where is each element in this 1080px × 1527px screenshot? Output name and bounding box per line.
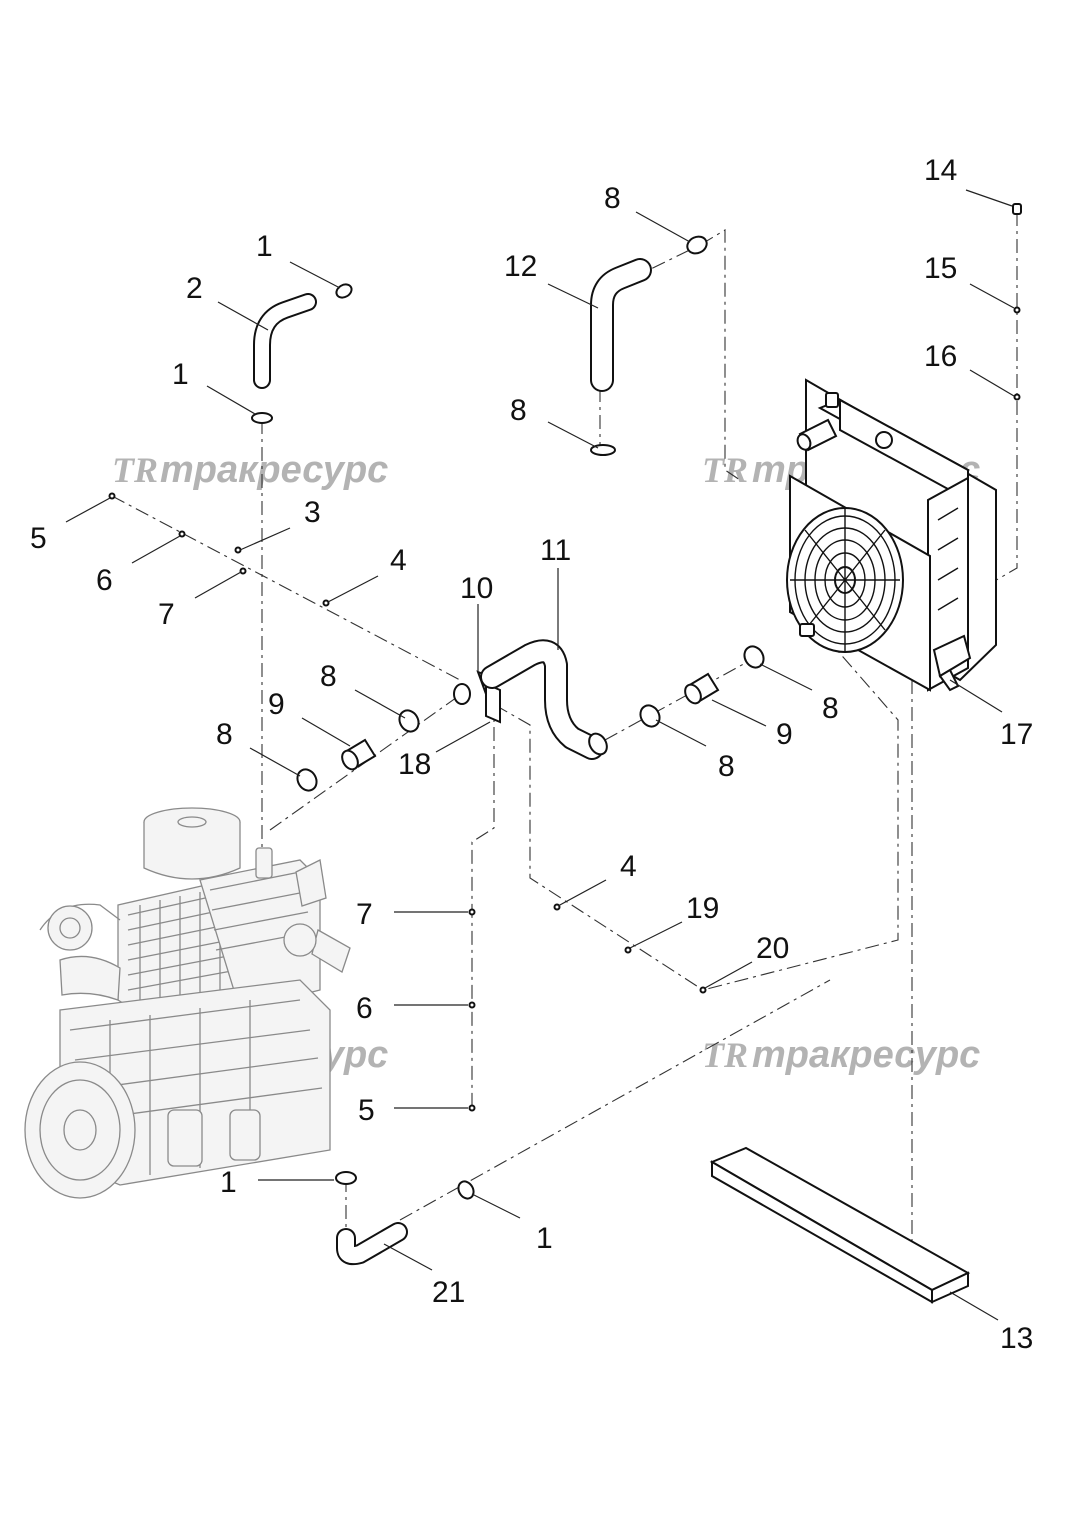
clamp-1-lower-right: [457, 1180, 475, 1200]
callout-11: 11: [540, 534, 571, 567]
clamp-1-lower-left: [335, 1171, 357, 1185]
callout-8: 8: [604, 182, 621, 215]
watermark-text: тракресурс: [752, 1034, 980, 1076]
watermark-text: тракресурс: [160, 449, 388, 491]
callout-labels: 1 2 1 8 12 8 14 15 16 5 3 6 4 7 11 10 8 …: [30, 154, 1033, 1355]
callout-21: 21: [432, 1276, 465, 1309]
engine-assembly: [24, 807, 351, 1199]
callout-20: 20: [756, 932, 789, 965]
washer-15: [1013, 306, 1021, 314]
bolt-5-lower: [468, 1104, 476, 1112]
callout-6: 6: [356, 992, 373, 1025]
callout-18: 18: [398, 748, 431, 781]
coupler-9-right: [684, 672, 720, 705]
washer-6-lower: [468, 1001, 476, 1009]
bolt-5-top: [108, 492, 116, 500]
clamp-1-below-hose: [251, 412, 273, 424]
callout-8: 8: [510, 394, 527, 427]
callout-15: 15: [924, 252, 957, 285]
callout-1: 1: [536, 1222, 553, 1255]
callout-4: 4: [390, 544, 407, 577]
lower-radiator-hose-11: [480, 639, 608, 760]
callout-1: 1: [256, 230, 273, 263]
callout-5: 5: [358, 1094, 375, 1127]
callout-5: 5: [30, 522, 47, 555]
callout-8: 8: [320, 660, 337, 693]
callout-14: 14: [924, 154, 957, 187]
washer-16: [1013, 393, 1021, 401]
nut-3: [234, 546, 242, 554]
watermark-bottom-right: TR тракресурс: [702, 1034, 980, 1076]
clamp-8-left-lower: [296, 768, 318, 792]
coupler-9-left: [341, 738, 377, 771]
radiator-assembly: [786, 378, 997, 692]
pad-13: [709, 1146, 971, 1304]
upper-radiator-hose-12: [590, 258, 652, 392]
washer-7-lower: [468, 908, 476, 916]
callout-1: 1: [172, 358, 189, 391]
lower-hose-21: [336, 1222, 408, 1266]
callout-6: 6: [96, 564, 113, 597]
callout-3: 3: [304, 496, 321, 529]
callout-12: 12: [504, 250, 537, 283]
watermark-logo: TR: [112, 450, 158, 490]
washer-6-top: [178, 530, 186, 538]
washer-19: [624, 946, 632, 954]
bolt-14: [1012, 203, 1022, 215]
leader-lines: [65, 189, 1015, 1321]
callout-8: 8: [718, 750, 735, 783]
callout-7: 7: [356, 898, 373, 931]
callout-17: 17: [1000, 718, 1033, 751]
callout-13: 13: [1000, 1322, 1033, 1355]
watermark-top-left: TR тракресурс: [112, 449, 388, 491]
nut-4-top: [322, 599, 330, 607]
callout-9: 9: [268, 688, 285, 721]
clamp-8-left-upper: [398, 709, 420, 733]
callout-7: 7: [158, 598, 175, 631]
callout-9: 9: [776, 718, 793, 751]
callout-19: 19: [686, 892, 719, 925]
watermark-logo: TR: [702, 1035, 748, 1075]
clamp-1-top: [335, 283, 353, 299]
bolt-20: [699, 986, 707, 994]
callout-8: 8: [822, 692, 839, 725]
callout-10: 10: [460, 572, 493, 605]
callout-8: 8: [216, 718, 233, 751]
callout-4: 4: [620, 850, 637, 883]
clamp-8-right-upper: [743, 645, 765, 669]
callout-2: 2: [186, 272, 203, 305]
clamp-8-right-lower: [639, 704, 661, 728]
callout-1: 1: [220, 1166, 237, 1199]
clamp-8-top: [686, 235, 708, 255]
upper-hose-2: [253, 293, 317, 389]
callout-16: 16: [924, 340, 957, 373]
washer-7-top: [239, 567, 247, 575]
